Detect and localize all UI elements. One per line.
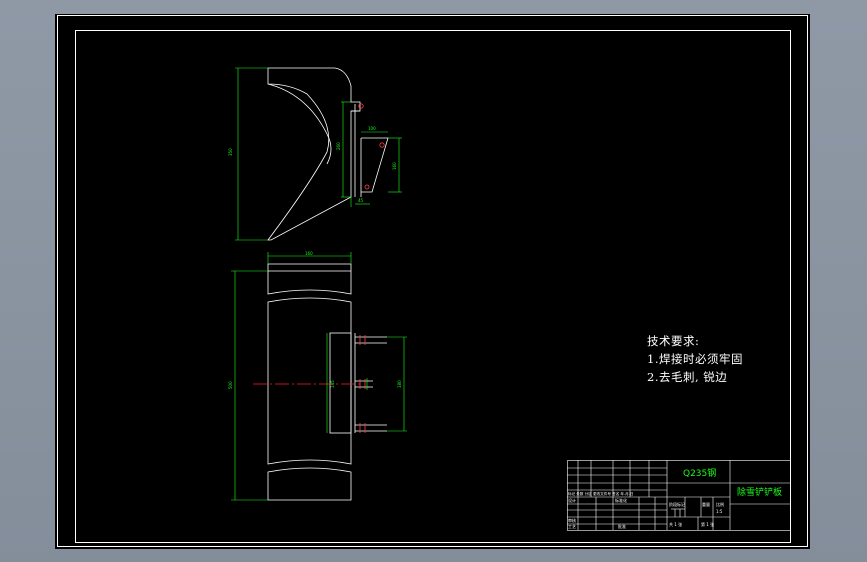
label-stage-mark: 阶段标记 [669, 501, 685, 507]
pin-hole-2 [379, 142, 385, 148]
tech-req-item-2: 2.去毛刺, 锐边 [647, 370, 728, 384]
dim-plate-height: 145 [330, 380, 335, 388]
title-block [567, 460, 791, 531]
tech-req-heading: 技术要求: [647, 334, 700, 348]
label-mark-row: 标记 处数 分区 更改文件号 签名 年.月.日 [568, 491, 634, 496]
label-process: 工艺 [568, 524, 576, 529]
bottom-plate [267, 467, 352, 501]
side-view [267, 67, 389, 241]
dim-plate-width: 180 [397, 380, 402, 388]
label-scale: 比例 [716, 501, 724, 507]
front-view-dimensions [231, 252, 407, 501]
dim-front-height: 350 [228, 148, 233, 156]
inner-frame [75, 30, 791, 543]
label-weight: 重量 [702, 501, 710, 507]
scale-value: 1:5 [716, 509, 723, 514]
bolt-middle [355, 379, 373, 389]
dim-bracket-height: 160 [392, 162, 397, 170]
drawing-title: 除雪铲铲板 [737, 486, 782, 498]
cad-drawing: 350 260 100 160 45 [57, 15, 808, 547]
label-design: 设计 [568, 497, 576, 503]
pin-hole-1 [358, 103, 364, 109]
label-sheet-total: 共 1 张 [669, 521, 682, 527]
pin-hole-3 [364, 184, 370, 190]
blade-body [267, 297, 352, 465]
dim-front-inner: 260 [336, 142, 341, 150]
bracket-arm [361, 137, 389, 193]
dim-bracket-width: 100 [368, 126, 376, 131]
material-label: Q235钢 [683, 467, 716, 479]
label-sheet-number: 第 1 张 [701, 521, 714, 527]
bolt-top [355, 335, 387, 345]
label-approve: 批准 [618, 523, 626, 529]
top-plate [267, 263, 352, 295]
dim-bottom-width: 160 [305, 251, 313, 256]
front-view [267, 263, 387, 501]
tech-req-item-1: 1.焊接时必须牢固 [647, 352, 743, 366]
label-standardize: 标准化 [615, 497, 627, 503]
drawing-sheet: 350 260 100 160 45 [55, 14, 810, 549]
technical-requirements: 技术要求: 1.焊接时必须牢固 2.去毛刺, 锐边 [647, 332, 743, 386]
mount-plate [329, 332, 352, 434]
label-review: 审核 [568, 517, 576, 523]
side-view-dimensions [235, 67, 402, 241]
blade-curve [267, 83, 332, 165]
dim-front-width: 45 [358, 198, 364, 203]
bolt-bottom [355, 423, 387, 433]
outer-frame [57, 15, 808, 547]
blade-profile [267, 67, 361, 241]
dim-bottom-height: 500 [228, 381, 233, 389]
